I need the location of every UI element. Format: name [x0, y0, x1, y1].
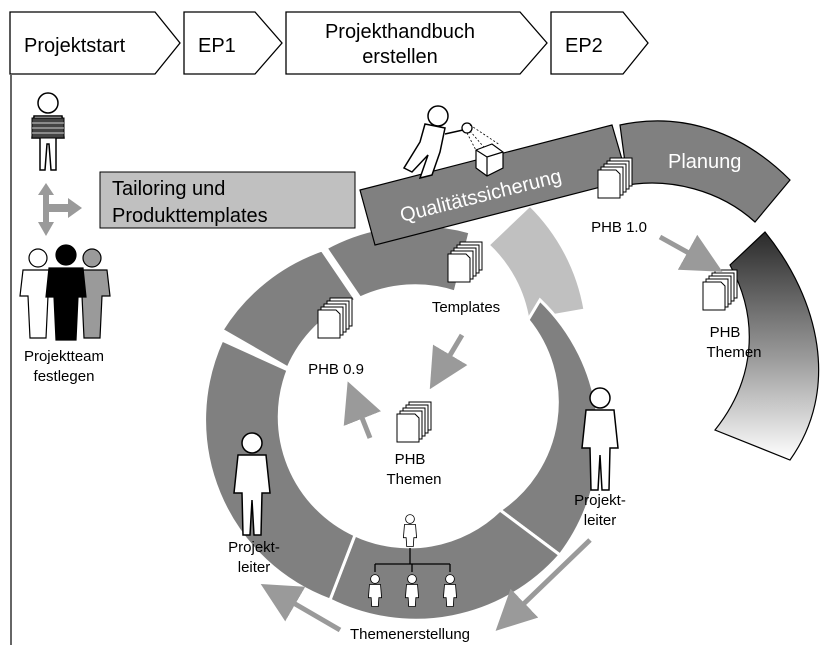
- pl-left-line1: Projekt-: [228, 539, 280, 556]
- phb10-label: PHB 1.0: [591, 219, 647, 236]
- projektleiter-right-figure: [581, 387, 619, 491]
- flow-arrows: [260, 234, 723, 633]
- tailoring-box: Tailoring und Produkttemplates: [99, 171, 356, 229]
- phase-ep1-label: EP1: [198, 35, 236, 57]
- phb-right-line1: PHB: [710, 324, 741, 341]
- templates-label: Templates: [432, 299, 500, 316]
- qs-band: Qualitätssicherung: [359, 124, 629, 246]
- three-way-arrow: [38, 183, 82, 236]
- person-with-documents: [31, 92, 65, 171]
- phase-ep2-label: EP2: [565, 35, 603, 57]
- phase-ep2[interactable]: EP2: [550, 11, 649, 75]
- tailoring-line2: Produkttemplates: [112, 205, 268, 227]
- tailoring-line1: Tailoring und: [112, 178, 225, 200]
- phb-center-doc-stack: [396, 401, 432, 443]
- phb-right-line2: Themen: [706, 344, 761, 361]
- phb09-label: PHB 0.9: [308, 361, 364, 378]
- small-team-hierarchy: [367, 514, 458, 607]
- phase-projekthandbuch-line1: Projekthandbuch: [325, 21, 475, 43]
- phase-ep1[interactable]: EP1: [183, 11, 283, 75]
- phase-projekthandbuch-line2: erstellen: [362, 46, 438, 68]
- ring-segment-upper-left: [219, 248, 359, 371]
- arrow-templates-to-phb: [429, 333, 468, 390]
- phase-projektstart[interactable]: Projektstart: [9, 11, 181, 75]
- arrow-phb10-to-phb: [658, 234, 723, 272]
- pl-right-line1: Projekt-: [574, 492, 626, 509]
- themenerstellung-label: Themenerstellung: [350, 626, 470, 643]
- gradient-arc: [714, 231, 820, 461]
- ring-segment-left-bottom: [203, 338, 357, 602]
- pl-left-line2: leiter: [238, 559, 271, 576]
- team-group: [19, 244, 111, 341]
- ring-segment-top-right: [485, 202, 587, 322]
- arrow-phb-to-phb09: [343, 381, 381, 439]
- inspector-figure: [402, 105, 504, 180]
- phase-projekthandbuch[interactable]: Projekthandbuch erstellen: [285, 11, 548, 75]
- projektleiter-left-figure: [233, 432, 271, 536]
- arrow-themen-to-pl-left: [260, 583, 342, 633]
- phb-center-line1: PHB: [395, 451, 426, 468]
- planung-label: Planung: [668, 151, 741, 173]
- phase-header: Projektstart EP1 Projekthandbuch erstell…: [9, 11, 649, 75]
- projektteam-line1: Projektteam: [24, 348, 104, 365]
- pl-right-line2: leiter: [584, 512, 617, 529]
- projektteam-line2: festlegen: [34, 368, 95, 385]
- arrow-pl-right-to-themen: [495, 538, 592, 631]
- phase-projektstart-label: Projektstart: [24, 35, 126, 57]
- phb-right-doc-stack: [702, 269, 738, 311]
- planung-band: Planung: [619, 120, 791, 223]
- phb-center-line2: Themen: [386, 471, 441, 488]
- ring-segment-top: [323, 223, 472, 300]
